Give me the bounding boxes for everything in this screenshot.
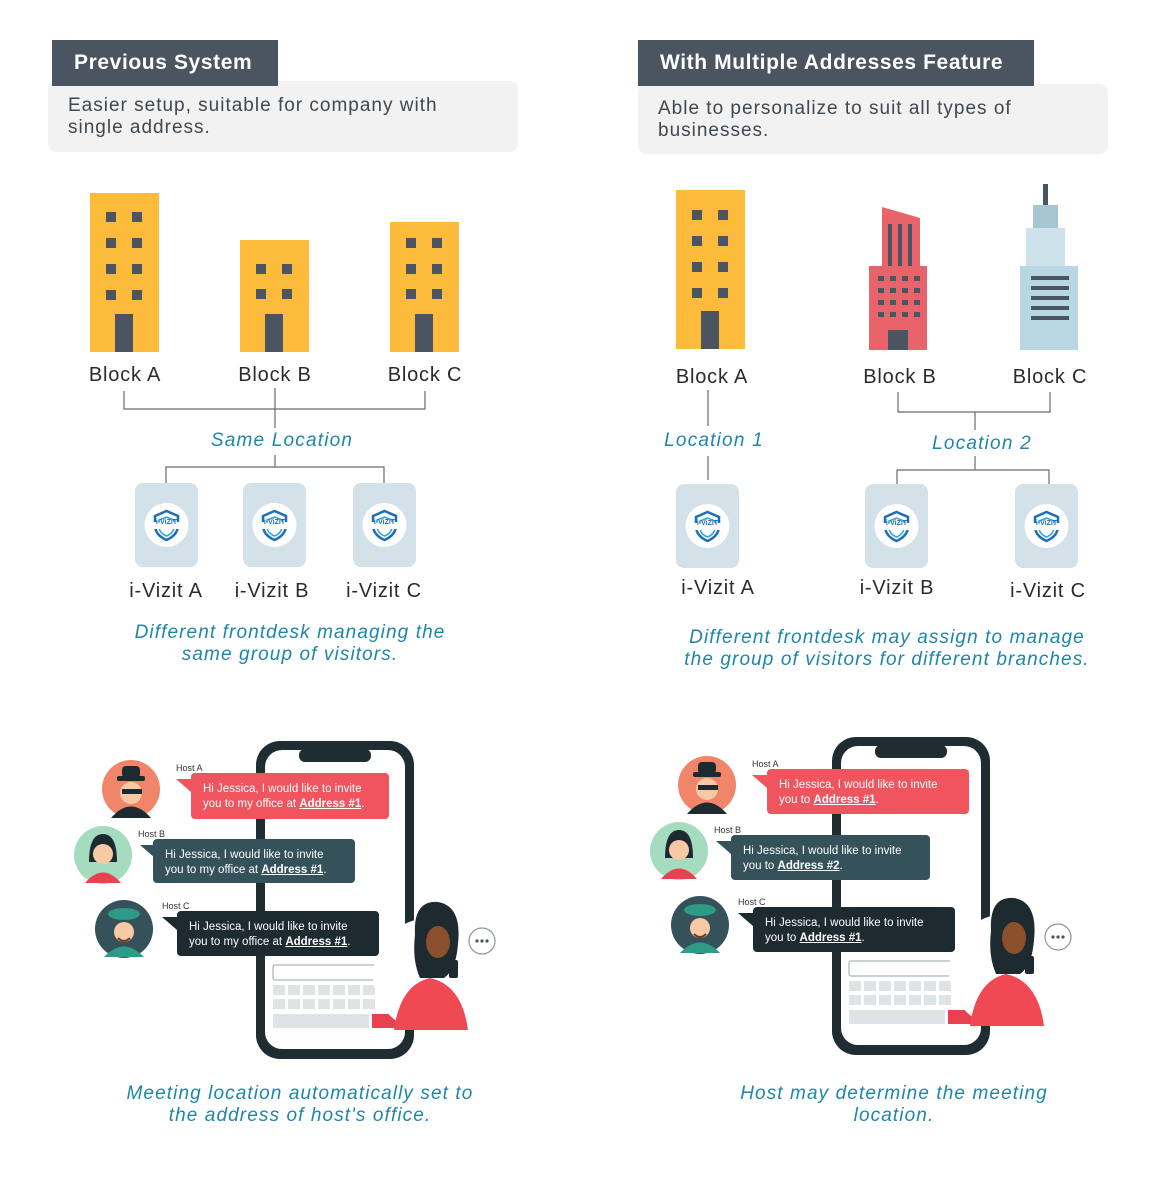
right-kiosk-a-label: i-Vizit A [681, 577, 755, 599]
right-kiosk-c-label: i-Vizit C [1010, 580, 1086, 602]
left-bottom-caption-line1: Meeting location automatically set to [126, 1083, 474, 1104]
left-location-label: Same Location [210, 430, 354, 451]
right-title: With Multiple Addresses Feature [638, 40, 1034, 86]
right-host-c-avatar [671, 896, 729, 954]
right-host-b-address: Address #2 [777, 860, 840, 872]
right-building-b [869, 207, 927, 350]
right-host-c-line2: you to Address #1. [765, 932, 865, 944]
right-caption-line1: Different frontdesk may assign to manage [689, 627, 1085, 648]
left-host-b-line2: you to my office at Address #1. [165, 864, 327, 876]
right-caption-line2: the group of visitors for different bran… [684, 649, 1090, 670]
left-host-b-address: Address #1 [261, 864, 324, 876]
left-building-b [240, 240, 309, 352]
left-caption: Different frontdesk managing the same gr… [90, 622, 490, 666]
left-building-a [90, 193, 159, 352]
left-building-c [390, 222, 459, 352]
left-block-b-label: Block B [238, 364, 312, 386]
right-building-a [676, 190, 745, 349]
left-host-c-label: Host C [162, 901, 190, 911]
left-block-connector [123, 388, 426, 485]
left-host-a-line2: you to my office at Address #1. [203, 798, 365, 810]
left-host-c-bubble: Hi Jessica, I would like to invite you t… [177, 911, 379, 956]
right-host-a-address: Address #1 [813, 794, 876, 806]
left-kiosk-b-label: i-Vizit B [234, 580, 310, 602]
right-location-1-label: Location 1 [664, 430, 764, 451]
left-kiosk-c-label: i-Vizit C [346, 580, 422, 602]
left-kiosk-c-logo: i-ViZiT [373, 519, 396, 526]
left-host-b-bubble: Hi Jessica, I would like to invite you t… [153, 839, 355, 883]
left-woman-illustration [373, 901, 496, 1032]
right-host-a-line1: Hi Jessica, I would like to invite [779, 779, 938, 791]
right-building-c [1020, 184, 1078, 350]
left-host-a-label: Host A [176, 763, 203, 773]
right-woman-illustration [949, 897, 1072, 1028]
left-kiosk-a-logo: i-ViZiT [155, 519, 178, 526]
right-host-a-label: Host A [752, 759, 779, 769]
right-block-a-label: Block A [675, 366, 749, 388]
right-caption: Different frontdesk may assign to manage… [652, 627, 1122, 671]
left-host-a-address: Address #1 [299, 798, 362, 810]
right-kiosk-c-logo: i-ViZiT [1035, 520, 1058, 527]
left-host-a-avatar [102, 760, 160, 818]
right-host-c-bubble: Hi Jessica, I would like to invite you t… [753, 907, 955, 952]
left-host-c-line2: you to my office at Address #1. [189, 936, 351, 948]
right-kiosk-b-logo: i-ViZiT [885, 520, 908, 527]
right-description-text: Able to personalize to suit all types of… [658, 98, 1012, 141]
right-host-a-line2: you to Address #1. [779, 794, 879, 806]
right-host-b-line2: you to Address #2. [743, 860, 843, 872]
right-host-c-label: Host C [738, 897, 766, 907]
right-block-c-label: Block C [1012, 366, 1088, 388]
left-description-text: Easier setup, suitable for company with … [68, 95, 438, 138]
left-kiosk-b-logo: i-ViZiT [263, 519, 286, 526]
right-block-b-label: Block B [863, 366, 937, 388]
right-kiosk-b-label: i-Vizit B [859, 577, 935, 599]
left-host-b-line1: Hi Jessica, I would like to invite [165, 849, 324, 861]
right-bottom-caption-line1: Host may determine the meeting [740, 1083, 1048, 1104]
right-host-c-address: Address #1 [799, 932, 862, 944]
right-host-a-avatar [678, 756, 736, 814]
left-host-c-avatar [95, 900, 153, 958]
right-host-b-avatar [650, 822, 708, 880]
right-description: Able to personalize to suit all types of… [638, 84, 1108, 154]
left-host-a-line1: Hi Jessica, I would like to invite [203, 783, 362, 795]
right-kiosk-a-logo: i-ViZiT [696, 520, 719, 527]
left-caption-line1: Different frontdesk managing the [134, 622, 446, 643]
left-host-b-avatar [74, 826, 132, 884]
left-host-a-bubble: Hi Jessica, I would like to invite you t… [191, 773, 389, 819]
left-host-c-address: Address #1 [285, 936, 348, 948]
left-host-c-line1: Hi Jessica, I would like to invite [189, 921, 348, 933]
right-host-b-label: Host B [714, 825, 742, 835]
left-kiosk-a-label: i-Vizit A [129, 580, 203, 602]
right-block-connector [707, 390, 1051, 486]
left-caption-line2: same group of visitors. [181, 644, 399, 665]
right-location-2-label: Location 2 [932, 433, 1032, 454]
left-block-c-label: Block C [387, 364, 463, 386]
left-host-b-label: Host B [138, 829, 166, 839]
right-bottom-caption: Host may determine the meeting location. [694, 1083, 1094, 1127]
left-bottom-caption-line2: the address of host's office. [168, 1105, 432, 1126]
right-bottom-caption-line2: location. [853, 1105, 935, 1126]
right-host-b-line1: Hi Jessica, I would like to invite [743, 845, 902, 857]
left-description: Easier setup, suitable for company with … [48, 81, 518, 152]
left-block-a-label: Block A [88, 364, 162, 386]
right-host-c-line1: Hi Jessica, I would like to invite [765, 917, 924, 929]
left-title: Previous System [52, 40, 278, 86]
right-host-a-bubble: Hi Jessica, I would like to invite you t… [767, 769, 969, 814]
right-host-b-bubble: Hi Jessica, I would like to invite you t… [731, 835, 930, 880]
left-bottom-caption: Meeting location automatically set to th… [90, 1083, 510, 1127]
